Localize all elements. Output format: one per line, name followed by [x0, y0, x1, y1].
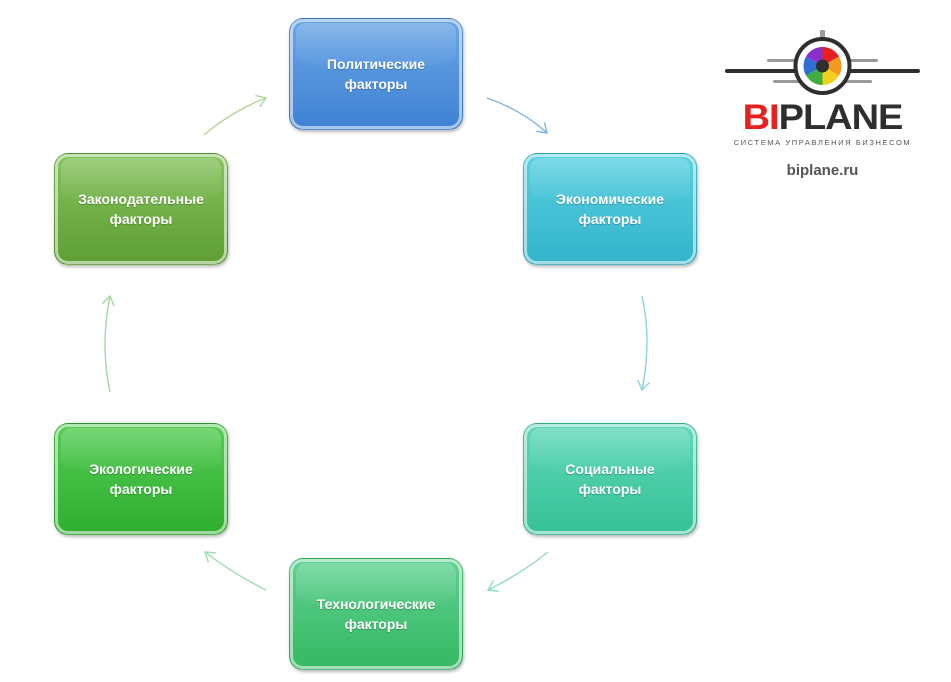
arrow-political-to-economic — [486, 97, 548, 134]
website-link[interactable]: biplane.ru — [786, 162, 859, 179]
arrow-legal-to-political — [203, 94, 268, 136]
arrow-social-to-tech — [486, 551, 549, 593]
node-political-factors: Политические факторы — [289, 18, 463, 130]
biplane-emblem-icon — [725, 30, 920, 95]
node-ecological-factors: Экологические факторы — [54, 423, 228, 535]
arrow-economic-to-social — [637, 295, 651, 392]
logo-tagline: СИСТЕМА УПРАВЛЕНИЯ БИЗНЕСОМ — [733, 138, 912, 147]
node-technological-factors: Технологические факторы — [289, 558, 463, 670]
biplane-wordmark: BIPLANE — [742, 98, 904, 138]
node-economic-factors: Экономические факторы — [523, 153, 697, 265]
arrow-eco-to-legal — [101, 294, 115, 393]
node-social-factors: Социальные факторы — [523, 423, 697, 535]
biplane-logo: BIPLANE СИСТЕМА УПРАВЛЕНИЯ БИЗНЕСОМ bipl… — [715, 28, 930, 188]
node-legislative-factors: Законодательные факторы — [54, 153, 228, 265]
arrow-tech-to-eco — [204, 551, 267, 591]
